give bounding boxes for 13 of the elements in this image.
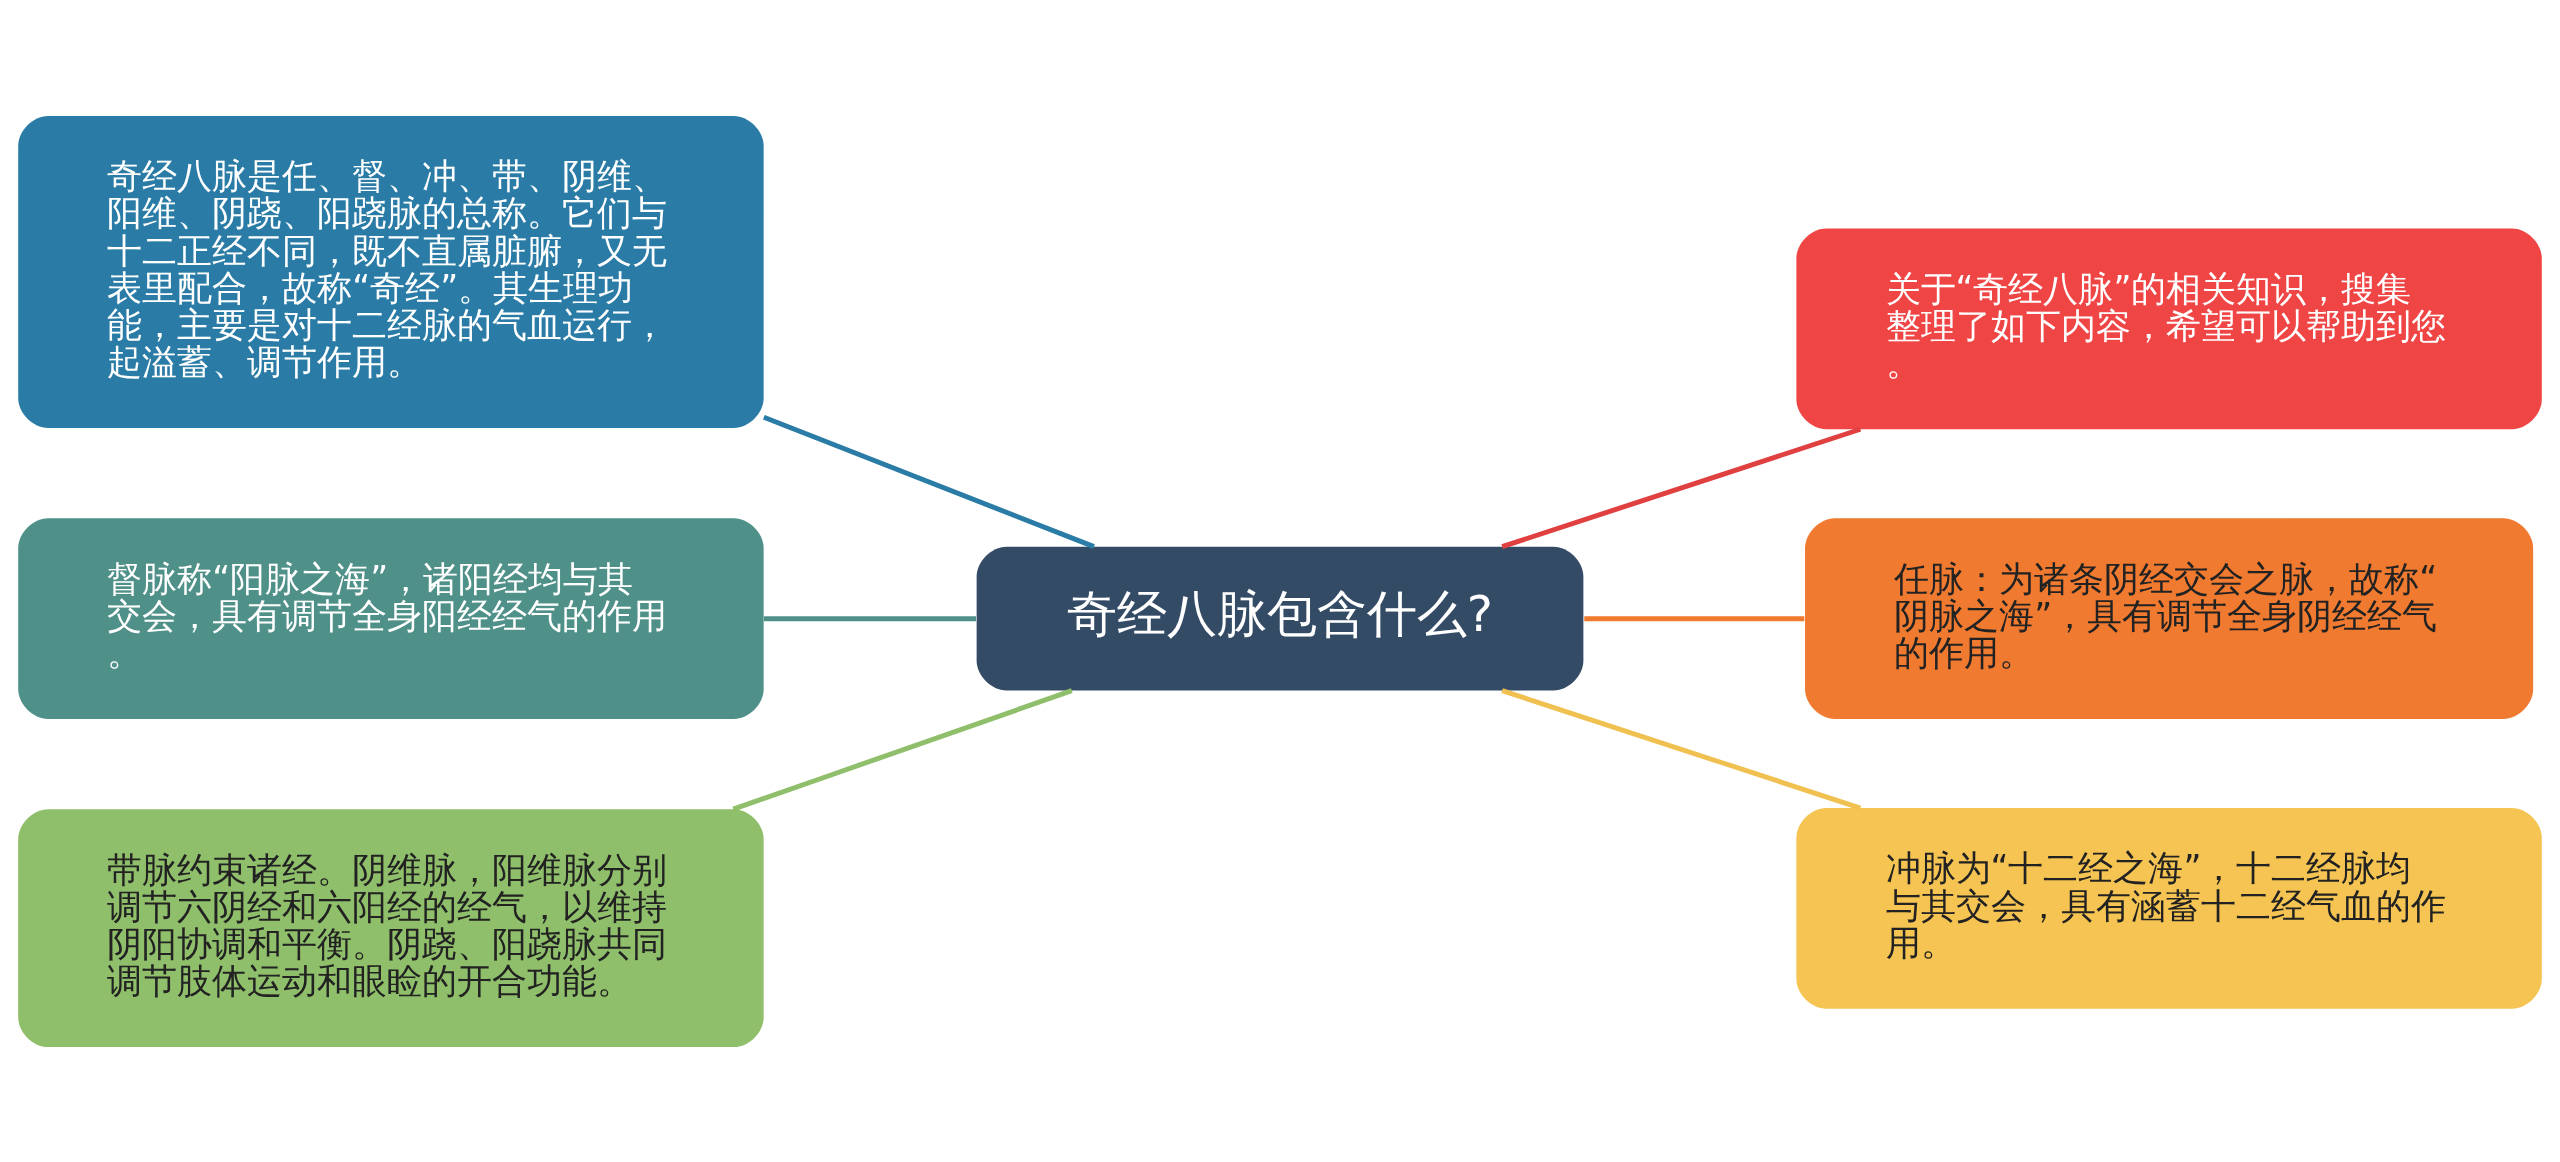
connector [762,414,1095,549]
node-box: 奇经八脉是任、督、冲、带、阴维、阳维、阴跷、阳跷脉的总称。它们与十二正经不同，既不直属脏腑，又无表里配合，故称“奇经”。其生理功能，主要是对十二经脉的气血运行，起溢蓄、调节作用。 [18,115,764,428]
node-box: 督脉称“阳脉之海”，诸阳经均与其交会，具有调节全身阳经经气的作用。 [18,517,764,719]
node-box: 奇经八脉包含什么? [976,546,1584,690]
connector [1584,615,1805,621]
connector [1501,426,1862,549]
node-box: 关于“奇经八脉”的相关知识，搜集整理了如下内容，希望可以帮助到您。 [1796,228,2542,429]
connector [763,615,976,621]
node-box: 带脉约束诸经。阴维脉，阳维脉分别调节六阴经和六阳经的经气，以维持阴阳协调和平衡。阴跷、阳跷脉共同调节肢体运动和眼睑的开合功能。 [18,808,764,1047]
node-box: 任脉：为诸条阴经交会之脉，故称“阴脉之海”，具有调节全身阴经经气的作用。 [1805,517,2534,719]
connector [732,687,1073,812]
node-box: 冲脉为“十二经之海”，十二经脉均与其交会，具有涵蓄十二经气血的作用。 [1796,807,2542,1009]
connector [1501,687,1862,810]
